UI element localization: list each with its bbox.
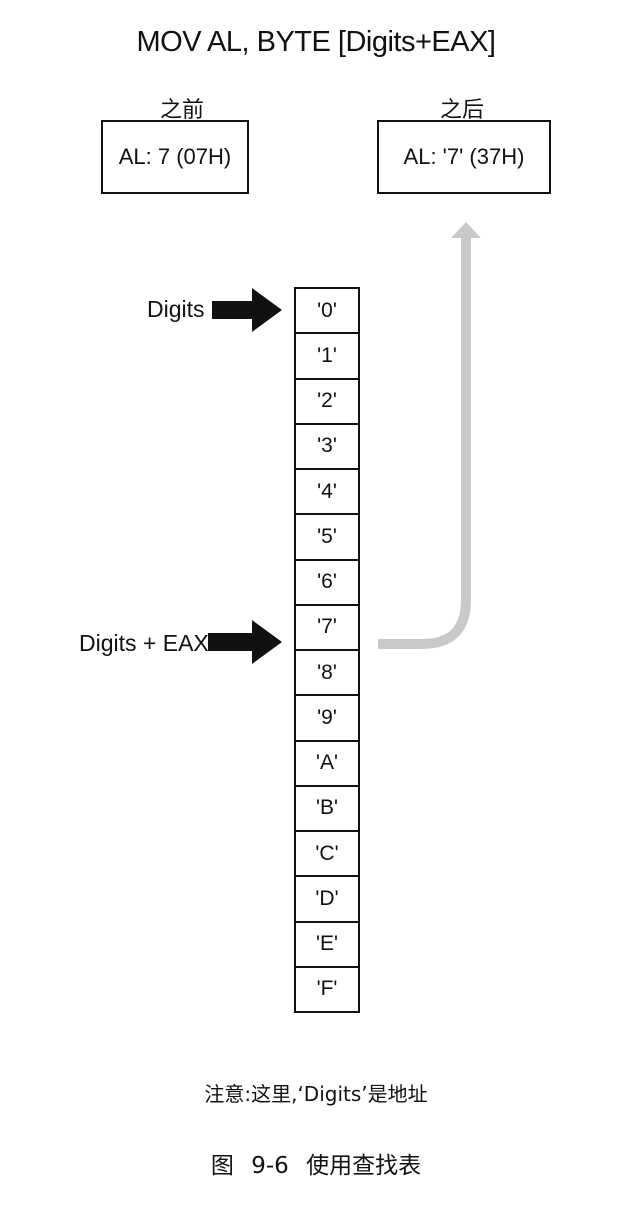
digits-eax-label: Digits + EAX (79, 630, 209, 656)
table-cell: '1' (296, 334, 358, 380)
table-cell: '4' (296, 470, 358, 516)
after-label: 之后 (440, 98, 485, 123)
digits-eax-pointer-arrow (208, 620, 282, 664)
table-cell: '5' (296, 515, 358, 561)
table-cell: 'C' (296, 832, 358, 878)
before-label: 之前 (160, 98, 205, 123)
flow-arrow (378, 222, 481, 649)
digits-pointer-arrow (212, 288, 282, 332)
figure-caption: 图 9-6 使用查找表 (210, 1153, 422, 1179)
table-cell: '3' (296, 425, 358, 470)
table-cell: '0' (296, 289, 358, 335)
table-cell: '9' (296, 696, 358, 742)
after-register-box: AL: '7' (37H) (377, 120, 551, 194)
table-cell: 'E' (296, 923, 358, 968)
table-cell: 'D' (296, 877, 358, 923)
table-cell: '7' (296, 606, 358, 651)
table-cell: 'A' (296, 742, 358, 787)
before-register-value: AL: 7 (07H) (118, 144, 232, 169)
table-cell: 'B' (296, 787, 358, 832)
diagram-title: MOV AL, BYTE [Digits+EAX] (136, 26, 497, 58)
lookup-table: '0' '1' '2' '3' '4' '5' '6' '7' '8' '9' … (294, 287, 360, 1013)
table-cell: 'F' (296, 968, 358, 1013)
table-cell: '6' (296, 561, 358, 606)
before-register-box: AL: 7 (07H) (101, 120, 249, 194)
note-text: 注意:这里,‘Digits’是地址 (204, 1082, 428, 1106)
table-cell: '2' (296, 380, 358, 425)
digits-label: Digits (147, 296, 205, 322)
table-cell: '8' (296, 651, 358, 697)
after-register-value: AL: '7' (37H) (403, 144, 525, 169)
